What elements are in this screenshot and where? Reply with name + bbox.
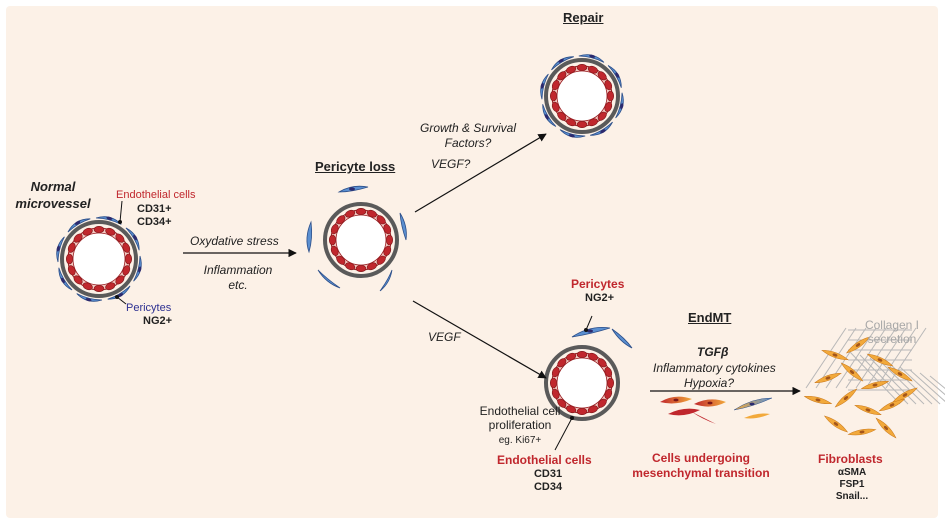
basement-membrane [544,58,620,134]
fibroblast-cell [854,404,882,416]
endmt-cells-line1: Cells undergoing [651,451,750,465]
repair-factor-line2: Factors? [444,136,492,150]
endothelial-cell [355,265,367,273]
pericyte-loss-title: Pericyte loss [315,159,396,174]
normal-marker-cd31: CD31+ [137,203,172,215]
label-inflammation-line2: etc. [228,278,248,292]
fibroblast-cell [814,372,842,384]
prolif-pericyte-marker: NG2+ [585,292,615,304]
endothelial-cell [576,64,588,72]
arrow-loss-to-proliferation [412,300,547,379]
fibroblast-cell [823,415,849,433]
endothelial-cell [385,234,393,246]
detached-pericytes [306,185,407,292]
collagen-line2: secretion [867,332,917,346]
fibroblast-cell [860,380,890,390]
detached-pericytes-lower [571,315,633,349]
fibroblast-cell [821,349,849,361]
fibroblast-cell [834,388,858,408]
prolif-line1: Endothelial cell [479,404,561,418]
endothelial-cell [606,90,614,102]
fibroblast-cell [887,366,913,382]
prolif-pericytes-label: Pericytes [571,277,625,291]
collagen-line1: Collagen I [864,318,920,332]
endothelial-cell [93,226,105,234]
prolif-line2: proliferation [488,418,552,432]
basement-membrane [544,345,620,421]
label-oxydative-stress: Oxydative stress [190,234,279,248]
normal-microvessel [56,216,142,302]
prolif-marker-cd31: CD31 [533,468,563,480]
endothelial-cell [93,285,105,293]
pointer-endothelial-prolif [554,417,573,451]
endmt-factor-cytokines: Inflammatory cytokines [653,361,776,375]
pericyte-loss-vessel [323,202,399,278]
fibroblast-cell [803,395,833,405]
repaired-vessel [540,54,624,138]
fibroblast-cell [847,428,877,436]
endmt-factor-hypoxia: Hypoxia? [684,376,735,390]
fibroblast-cell [875,417,897,439]
endothelial-cell [355,208,367,216]
fibroblast-cell [840,362,864,382]
fibroblast-cell [892,387,918,403]
normal-title-line2: microvessel [15,196,91,211]
fibroblast-cell [878,398,906,412]
repair-vegf: VEGF? [431,157,471,171]
endothelial-cell [607,377,615,389]
repair-factor-line1: Growth & Survival [419,121,517,135]
fibroblast-marker-fsp1: FSP1 [839,479,865,490]
fibroblasts-title: Fibroblasts [818,452,883,466]
pointer-endothelial-normal [119,200,123,223]
label-inflammation: Inflammation etc. [190,263,286,293]
proliferating-vessel [544,345,620,421]
endothelial-cell [124,253,132,265]
prolif-endothelial-label: Endothelial cells [497,453,592,467]
endothelial-cell [576,120,588,128]
normal-title-line1: Normal [30,179,76,194]
lower-vegf-label: VEGF [428,330,461,344]
repair-title: Repair [563,10,604,25]
endmt-title: EndMT [688,310,732,325]
endmt-cells-line2: mesenchymal transition [632,466,770,480]
fibroblast-marker-snail: Snail... [835,491,869,502]
figure-background [6,6,938,518]
endothelial-cell [329,234,337,246]
arrow-loss-to-repair [414,133,547,213]
mesenchymal-cells [660,396,773,424]
endothelial-cell [549,377,557,389]
normal-pericyte-marker: NG2+ [143,315,173,327]
endmt-factor-tgfb: TGFβ [697,345,729,359]
fibroblast-cell [866,353,894,367]
endothelial-cell [66,253,74,265]
basement-membrane [60,220,138,298]
normal-pericytes-label: Pericytes [126,302,172,314]
basement-membrane [323,202,399,278]
fibroblast-cells [803,336,918,439]
fibroblast-markers: αSMA FSP1 Snail... [820,467,884,503]
normal-endothelial-label: Endothelial cells [116,189,196,201]
fibroblast-cell [845,336,871,354]
endothelial-cell [576,408,588,416]
repair-factors: Growth & Survival Factors? [413,121,523,151]
prolif-marker-cd34: CD34 [533,481,563,493]
prolif-line3: eg. Ki67+ [498,435,542,446]
prolif-markers: CD31 CD34 [526,468,570,494]
label-inflammation-line1: Inflammation [203,263,273,277]
endothelial-cell [576,350,588,358]
fibroblast-marker-asma: αSMA [837,467,867,478]
normal-marker-cd34: CD34+ [137,216,172,228]
prolif-text: Endothelial cell proliferation eg. Ki67+ [470,404,570,448]
collagen-label: Collagen I secretion [848,318,936,346]
normal-title: Normal microvessel [8,178,98,212]
endmt-cells-label: Cells undergoing mesenchymal transition [625,451,777,481]
endothelial-cell [550,90,558,102]
